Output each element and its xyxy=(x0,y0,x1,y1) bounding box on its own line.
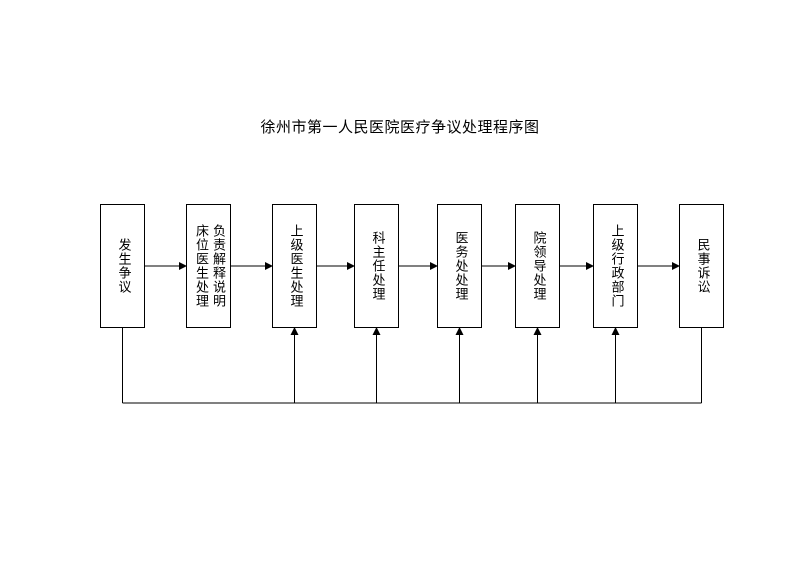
step-label: 民事诉讼 xyxy=(694,238,710,294)
step-label: 医务处处理 xyxy=(452,231,468,301)
step-label: 负责解释说明 xyxy=(210,224,225,308)
feedback-lines xyxy=(122,327,702,404)
step-civil-litigation: 民事诉讼 xyxy=(679,204,724,328)
step-medical-affairs: 医务处处理 xyxy=(437,204,482,328)
step-department-head: 科主任处理 xyxy=(354,204,399,328)
step-ward-doctor: 床位医生处理 负责解释说明 xyxy=(186,204,231,328)
step-label: 发生争议 xyxy=(115,238,131,294)
step-label: 上级行政部门 xyxy=(608,224,624,308)
step-label: 科主任处理 xyxy=(369,231,385,301)
step-senior-doctor: 上级医生处理 xyxy=(272,204,317,328)
step-dispute-occurs: 发生争议 xyxy=(100,204,145,328)
step-label: 院领导处理 xyxy=(530,231,546,301)
step-hospital-leadership: 院领导处理 xyxy=(515,204,560,328)
step-label: 上级医生处理 xyxy=(287,224,303,308)
step-admin-department: 上级行政部门 xyxy=(593,204,638,328)
step-label: 床位医生处理 xyxy=(193,224,208,308)
diagram-title: 徐州市第一人民医院医疗争议处理程序图 xyxy=(260,118,540,136)
